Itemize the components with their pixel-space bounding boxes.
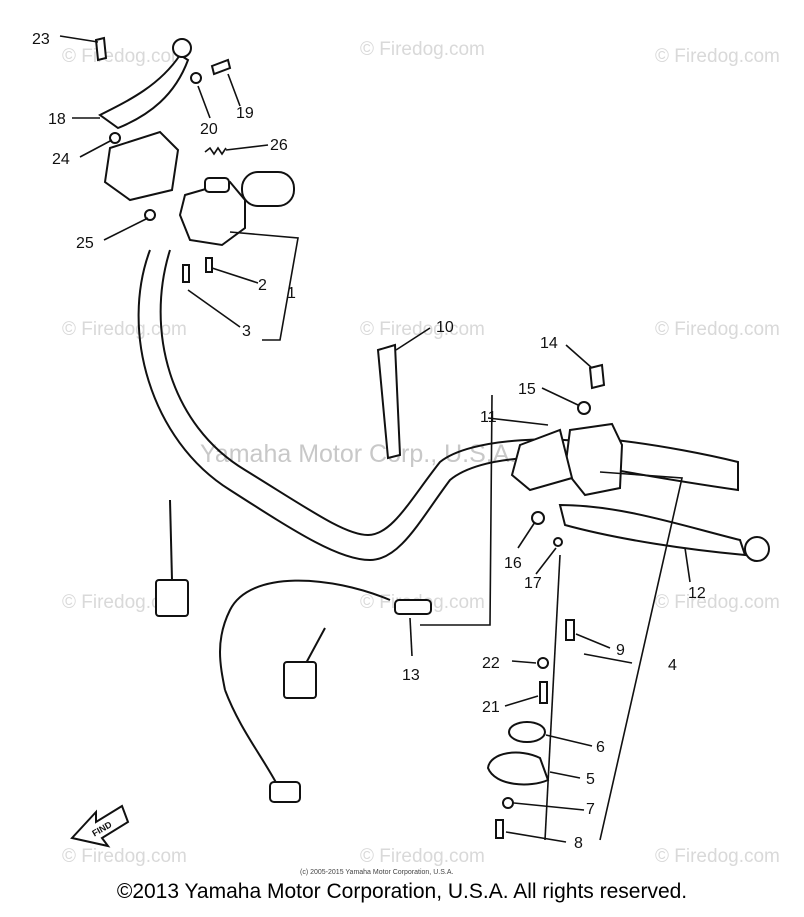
watermark: © Firedog.com: [655, 46, 780, 67]
parts-diagram: © Firedog.com © Firedog.com © Firedog.co…: [32, 31, 780, 876]
callout: 16: [504, 555, 522, 572]
bolt-8: [495, 819, 504, 839]
callout: 22: [482, 655, 500, 672]
bolt-23: [94, 36, 108, 62]
callout: 9: [616, 642, 625, 659]
washer-22: [537, 657, 549, 669]
watermark-layer: © Firedog.com © Firedog.com © Firedog.co…: [62, 39, 780, 867]
callout: 13: [402, 667, 420, 684]
watermark: © Firedog.com: [62, 46, 187, 67]
lever-holder: [103, 130, 180, 202]
cable-adjuster: [394, 599, 432, 615]
cable-tie: [376, 343, 402, 460]
callout: 12: [688, 585, 706, 602]
cable-end: [269, 781, 301, 803]
screw-9: [565, 619, 575, 641]
right-switch-assembly: [510, 363, 770, 562]
leader-lines: [59, 35, 691, 843]
callout: 8: [574, 835, 583, 852]
callout: 11: [480, 409, 497, 426]
callout: 2: [258, 277, 267, 294]
find-arrow: FIND: [70, 804, 130, 848]
callout: 18: [48, 111, 66, 128]
callout: 3: [242, 323, 251, 340]
nut-16: [531, 511, 545, 525]
callout: 10: [436, 319, 454, 336]
callout: 5: [586, 771, 595, 788]
switch-knob: [204, 177, 230, 193]
callout: 6: [596, 739, 605, 756]
right-switch-housing: [563, 422, 624, 497]
callout: 25: [76, 235, 94, 252]
left-switch-wire: [155, 499, 189, 617]
callout-numbers: 23 18 20 19 24 26 25 2 1 3 10 14 15 11 1…: [32, 31, 706, 852]
right-grip: [614, 438, 739, 492]
right-lever-holder: [510, 428, 574, 492]
throttle-cable: [219, 579, 432, 803]
watermark-center: Yamaha Motor Corp., U.S.A.: [200, 440, 516, 468]
small-credit: (c) 2005-2015 Yamaha Motor Corporation, …: [300, 869, 453, 876]
horn-assembly: [486, 619, 575, 839]
lever-ball-end-right: [744, 536, 770, 562]
left-grip: [241, 171, 295, 207]
bolt-21: [539, 681, 548, 704]
callout: 20: [200, 121, 218, 138]
screw-3: [182, 264, 190, 283]
watermark: © Firedog.com: [360, 39, 485, 60]
screw-14: [588, 363, 606, 390]
right-connector: [283, 661, 317, 699]
left-switch-housing: [178, 180, 246, 247]
callout: 24: [52, 151, 70, 168]
right-lever: [558, 503, 747, 557]
horn-5: [486, 751, 550, 786]
watermark: © Firedog.com: [360, 319, 485, 340]
screw-2: [205, 257, 213, 273]
cable-tie-10: [376, 343, 402, 460]
left-switch-assembly: [178, 171, 295, 247]
bolt-19: [210, 58, 232, 76]
watermark: © Firedog.com: [655, 592, 780, 613]
callout: 26: [270, 137, 288, 154]
washer-7: [502, 797, 514, 809]
watermark: © Firedog.com: [655, 319, 780, 340]
callout: 19: [236, 105, 254, 122]
watermark: © Firedog.com: [360, 846, 485, 867]
copyright-notice: ©2013 Yamaha Motor Corporation, U.S.A. A…: [116, 880, 688, 903]
handlebar: [137, 249, 701, 562]
washer-20: [190, 72, 202, 84]
left-lever: [98, 53, 190, 130]
lever-ball-end: [172, 38, 192, 58]
left-lever-assembly: [94, 36, 232, 221]
find-arrow-shape: [70, 804, 130, 848]
left-switch-screws: [182, 257, 213, 283]
callout: 4: [668, 657, 677, 674]
watermark: © Firedog.com: [62, 846, 187, 867]
callout: 1: [287, 285, 296, 302]
callout: 14: [540, 335, 558, 352]
washer-15: [577, 401, 591, 415]
gasket-6: [508, 721, 546, 743]
callout: 7: [586, 801, 595, 818]
callout: 23: [32, 31, 50, 48]
collar-17: [553, 537, 563, 547]
watermark: © Firedog.com: [62, 319, 187, 340]
left-connector: [155, 579, 189, 617]
watermark: © Firedog.com: [655, 846, 780, 867]
callout: 15: [518, 381, 536, 398]
collar-24: [109, 132, 121, 144]
callout: 21: [482, 699, 500, 716]
spring-26: [204, 146, 227, 156]
callout: 17: [524, 575, 542, 592]
